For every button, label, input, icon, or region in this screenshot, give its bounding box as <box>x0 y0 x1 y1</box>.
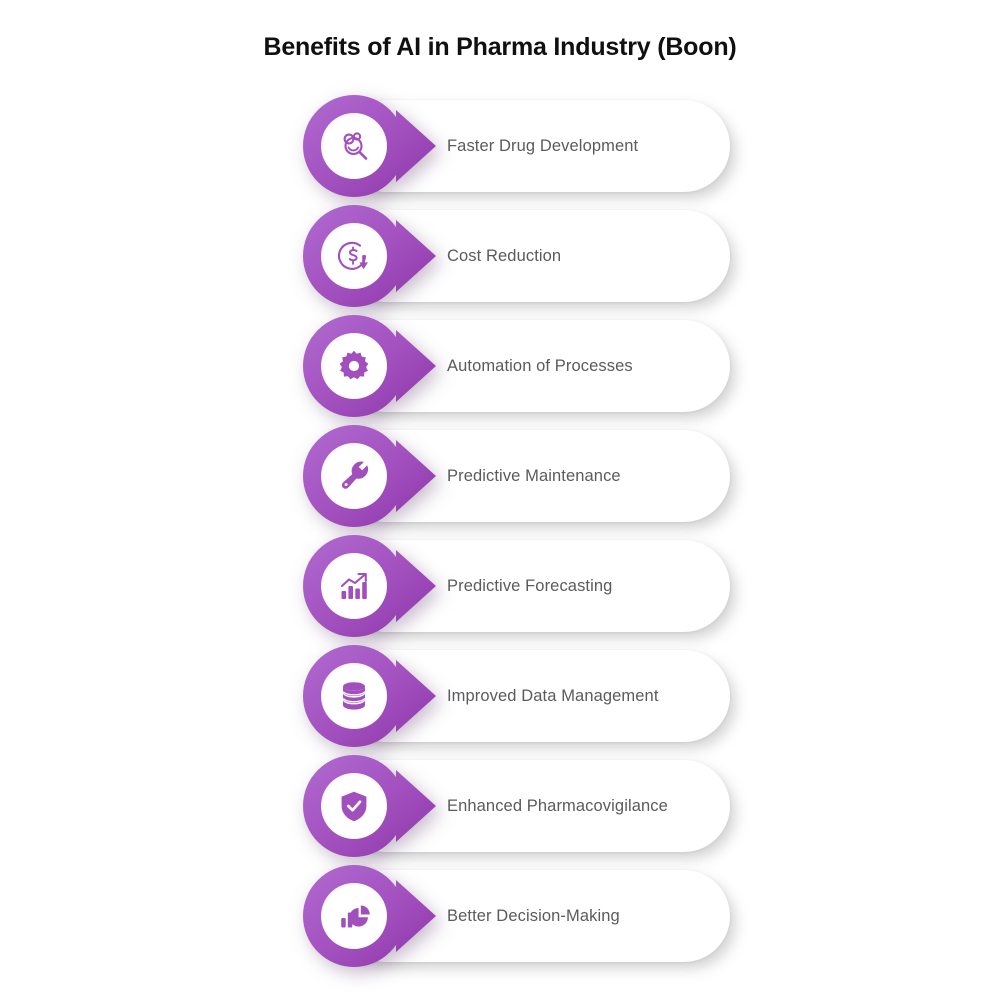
icon-disc <box>321 223 387 289</box>
list-item[interactable]: Predictive Forecasting <box>0 535 1000 645</box>
wrench-icon <box>341 461 369 489</box>
icon-disc <box>321 553 387 619</box>
benefit-label: Improved Data Management <box>447 686 659 705</box>
benefit-label: Predictive Maintenance <box>447 466 621 485</box>
benefit-pill[interactable]: Cost Reduction <box>340 210 730 302</box>
benefit-label: Predictive Forecasting <box>447 576 613 595</box>
shield-check-icon <box>341 791 367 822</box>
benefit-label: Enhanced Pharmacovigilance <box>447 796 668 815</box>
benefit-label: Faster Drug Development <box>447 136 639 155</box>
dollar-down-arrow-icon <box>337 241 368 270</box>
icon-disc <box>321 333 387 399</box>
molecule-magnifier-icon <box>343 132 368 160</box>
list-item[interactable]: Improved Data Management <box>0 645 1000 755</box>
bar-pie-chart-icon <box>341 905 370 928</box>
benefit-label: Cost Reduction <box>447 246 562 265</box>
list-item[interactable]: Predictive Maintenance <box>0 425 1000 535</box>
list-item[interactable]: Enhanced Pharmacovigilance <box>0 755 1000 865</box>
gear-icon <box>339 350 369 380</box>
benefit-label: Better Decision-Making <box>447 906 620 925</box>
database-icon <box>342 682 366 710</box>
list-item[interactable]: Better Decision-Making <box>0 865 1000 975</box>
benefit-label: Automation of Processes <box>447 356 633 375</box>
icon-disc <box>321 443 387 509</box>
icon-disc <box>321 663 387 729</box>
icon-disc <box>321 773 387 839</box>
list-item[interactable]: Cost Reduction <box>0 205 1000 315</box>
benefits-list: Faster Drug Development <box>0 95 1000 975</box>
icon-disc <box>321 113 387 179</box>
list-item[interactable]: Faster Drug Development <box>0 95 1000 205</box>
bar-chart-trend-up-icon <box>340 572 367 599</box>
icon-disc <box>321 883 387 949</box>
page-title: Benefits of AI in Pharma Industry (Boon) <box>263 33 737 61</box>
list-item[interactable]: Automation of Processes <box>0 315 1000 425</box>
